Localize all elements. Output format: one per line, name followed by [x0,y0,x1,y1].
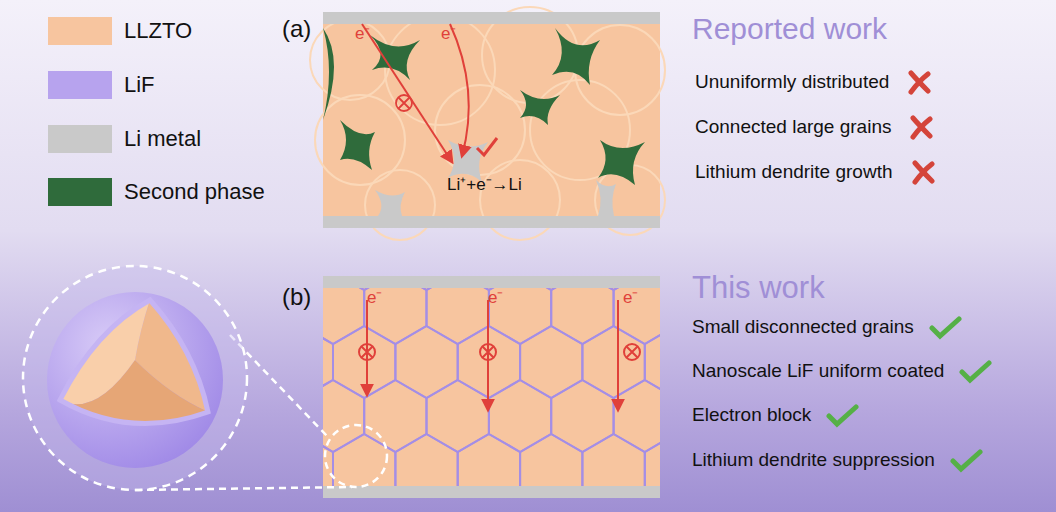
advantage-item: Nanoscale LiF uniform coated [692,360,944,382]
reaction-label: Li⁺+e⁻→Li [447,175,522,195]
legend-text: Li metal [124,126,201,151]
legend-swatch [48,71,112,99]
legend-swatch [48,125,112,153]
core-shell-particle [23,266,352,490]
panel-label: (b) [282,283,311,311]
drawback-item: Connected large grains [695,116,891,138]
panel-a-art [310,7,665,240]
check-mark [949,447,983,473]
check-mark [928,314,962,340]
section-heading: Reported work [692,12,887,47]
electron-label: e⁻ [441,24,456,44]
panel-label: (a) [282,15,311,43]
legend-text: LLZTO [124,18,192,43]
section-heading: This work [692,270,825,306]
check-mark [958,358,992,384]
electron-label: e⁻ [367,288,382,308]
advantage-item: Small disconnected grains [692,316,914,338]
legend-text: Second phase [124,179,265,204]
cross-mark [903,69,937,95]
electrolyte-panel: (b)e⁻e⁻e⁻ [323,276,660,498]
legend-swatch [48,178,112,206]
electron-label: e⁻ [355,24,370,44]
electron-label: e⁻ [623,288,638,308]
advantage-item: Electron block [692,404,811,426]
drawback-item: Ununiformly distributed [695,71,889,93]
advantage-item: Lithium dendrite suppression [692,449,935,471]
panel-b-art [240,218,770,512]
cross-mark [905,114,939,140]
check-mark [825,402,859,428]
legend-swatch [48,17,112,45]
legend-text: LiF [124,72,155,97]
cross-mark [907,159,941,185]
electrolyte-panel: (a)e⁻e⁻Li⁺+e⁻→Li [323,12,660,228]
drawback-item: Lithium dendrite growth [695,161,893,183]
electron-label: e⁻ [488,288,503,308]
